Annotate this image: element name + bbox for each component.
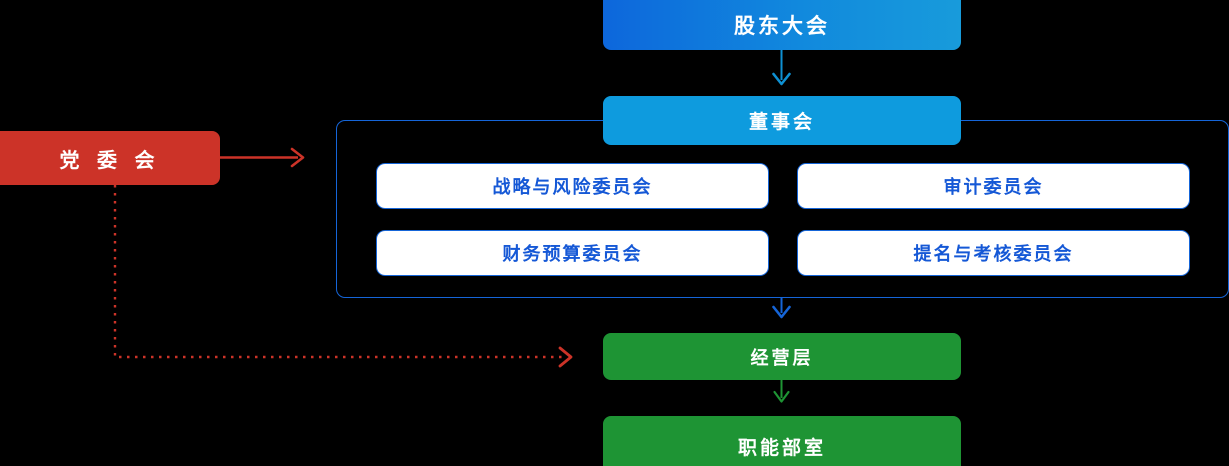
node-board-of-directors[interactable]: 董事会 [603,96,961,145]
committee-strategy-and-risk[interactable]: 战略与风险委员会 [376,163,769,209]
committee-audit[interactable]: 审计委员会 [797,163,1190,209]
committee-nomination-and-appraisal[interactable]: 提名与考核委员会 [797,230,1190,276]
node-party-committee[interactable]: 党 委 会 [0,131,220,185]
arrow-shareholders-to-board [772,50,791,86]
node-management-layer[interactable]: 经营层 [603,333,961,380]
arrow-management-to-departments [773,380,790,403]
arrow-board-to-management [772,298,791,319]
committee-financial-budget[interactable]: 财务预算委员会 [376,230,769,276]
node-shareholders-meeting[interactable]: 股东大会 [603,0,961,50]
node-functional-departments[interactable]: 职能部室 [603,416,961,466]
arrow-party-to-board [220,147,305,168]
